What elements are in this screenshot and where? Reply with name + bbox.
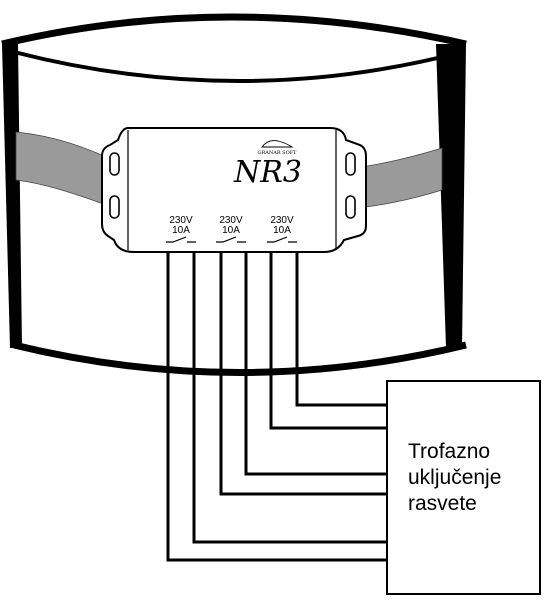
relay-2-current: 10A xyxy=(222,225,240,236)
nr3-device: GRANAR SOFT NR3 230V 10A 230V 10A 230V 1… xyxy=(101,127,367,253)
wire-5 xyxy=(269,252,386,430)
cylinder xyxy=(1,13,467,376)
wire-6 xyxy=(295,252,386,407)
cylinder-right-side xyxy=(436,44,466,348)
relay-3-current: 10A xyxy=(273,225,291,236)
right-mount-slot-bottom xyxy=(345,195,356,219)
load-box-line-2: uključenje xyxy=(408,466,501,489)
brand-text: GRANAR SOFT xyxy=(257,150,297,156)
wire-4 xyxy=(244,252,386,476)
brand-logo: GRANAR SOFT xyxy=(257,140,297,156)
load-box-line-3: rasvete xyxy=(408,492,477,515)
device-model: NR3 xyxy=(233,155,302,190)
left-mount-slot-top xyxy=(109,152,120,176)
left-mount-slot-bottom xyxy=(109,195,120,219)
relay-3-contact-icon xyxy=(267,236,297,243)
relay-2-voltage: 230V xyxy=(219,215,243,226)
relay-3: 230V 10A xyxy=(267,215,297,243)
wires xyxy=(166,252,386,562)
relay-1: 230V 10A xyxy=(166,215,196,243)
load-box-frame xyxy=(386,380,541,595)
load-box-line-1: Trofazno xyxy=(408,440,490,463)
wire-3 xyxy=(219,252,386,496)
device-housing xyxy=(101,127,367,253)
cylinder-back-edge xyxy=(1,13,467,48)
relay-2-contact-icon xyxy=(216,236,246,243)
cylinder-bottom-edge xyxy=(13,341,467,376)
relay-1-contact-icon xyxy=(166,236,196,243)
relay-2: 230V 10A xyxy=(216,215,246,243)
lighting-load-box: Trofazno uključenje rasvete xyxy=(386,380,541,595)
wire-2 xyxy=(192,252,386,544)
relay-1-voltage: 230V xyxy=(169,215,193,226)
relay-1-current: 10A xyxy=(172,225,190,236)
wire-1 xyxy=(166,252,386,562)
brand-logo-mark xyxy=(261,140,294,148)
cylinder-left-side xyxy=(2,44,22,348)
cylinder-inner-top-edge xyxy=(13,50,463,83)
right-mount-slot-top xyxy=(345,152,356,176)
relay-3-voltage: 230V xyxy=(270,215,294,226)
